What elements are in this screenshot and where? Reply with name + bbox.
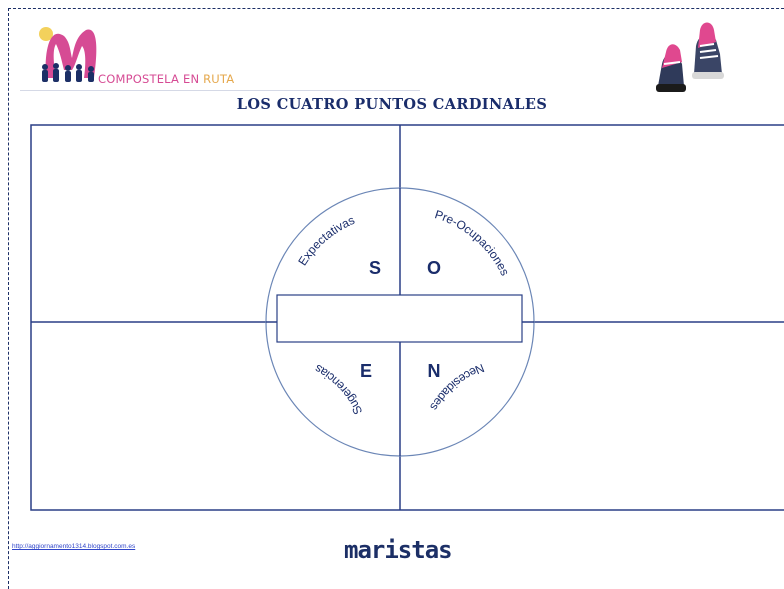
footer-link[interactable]: http://aggiornamento1314.blogspot.com.es [12, 543, 136, 550]
header-rule [20, 90, 420, 91]
cardinal-points-diagram: S O E N Expectativas Pre-Ocupaciones Sug… [30, 124, 784, 511]
brand-name: COMPOSTELA EN RUTA [98, 72, 235, 86]
compostela-logo-icon [39, 27, 97, 82]
quadrant-letter: E [360, 361, 372, 381]
sneakers-icon [656, 22, 724, 92]
quadrant-letter: S [369, 258, 381, 278]
quadrant-letter: O [427, 258, 441, 278]
page-border [8, 8, 784, 589]
maristas-brand: maristas [344, 536, 453, 564]
quadrant-letter: N [428, 361, 441, 381]
page-title: LOS CUATRO PUNTOS CARDINALES [236, 96, 548, 113]
center-box [276, 294, 523, 343]
quadrant-frame [30, 124, 784, 511]
